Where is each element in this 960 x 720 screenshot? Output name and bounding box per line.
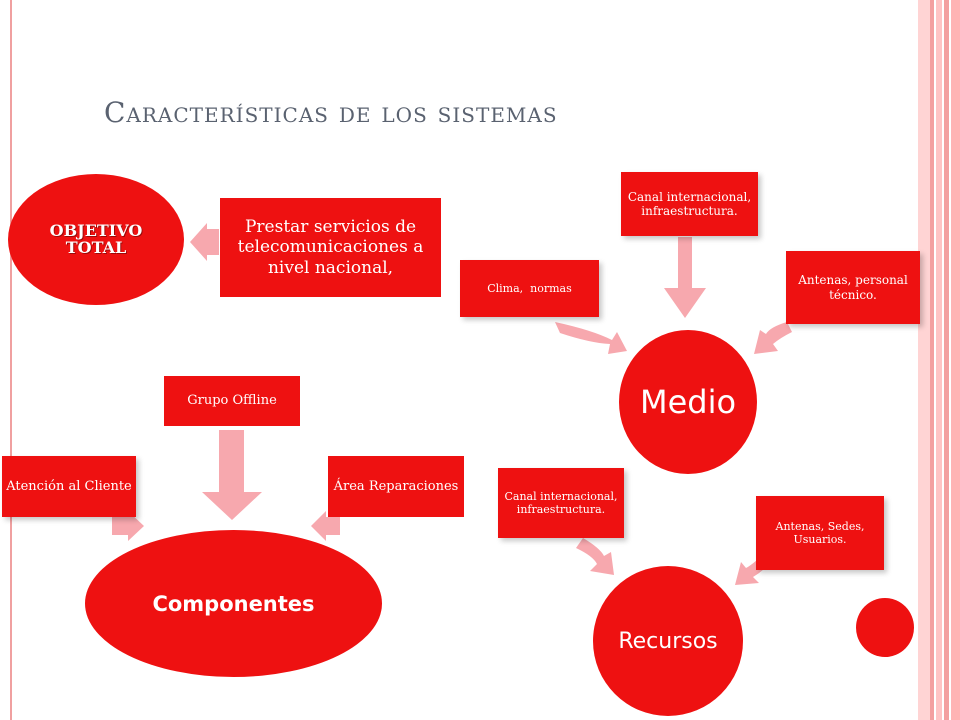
arrow-clima-to-medio bbox=[555, 322, 627, 354]
objetivo-total-ellipse: OBJETIVO TOTAL bbox=[8, 174, 184, 305]
medio-label: Medio bbox=[639, 383, 737, 421]
frame-left-line bbox=[10, 0, 12, 720]
medio-input-clima-box: Clima, normas bbox=[460, 260, 599, 317]
decorative-red-dot bbox=[856, 598, 914, 657]
componentes-input-atencion-box: Atención al Cliente bbox=[2, 456, 136, 517]
recursos-input-antenas-box: Antenas, Sedes, Usuarios. bbox=[756, 496, 884, 570]
objetivo-total-label: OBJETIVO TOTAL bbox=[49, 220, 143, 257]
recursos-label: Recursos bbox=[618, 628, 718, 654]
frame-right-stripe bbox=[944, 0, 949, 720]
componentes-ellipse: Componentes bbox=[85, 530, 382, 677]
arrow-antenas-to-medio bbox=[754, 322, 792, 354]
medio-input-canal-box: Canal internacional, infraestructura. bbox=[621, 172, 758, 236]
objetivo-description-box: Prestar servicios de telecomunicaciones … bbox=[220, 198, 441, 297]
arrow-atencion-to-componentes bbox=[112, 511, 144, 541]
arrow-canal-to-recursos bbox=[576, 538, 614, 575]
medio-circle: Medio bbox=[619, 330, 757, 474]
componentes-label: Componentes bbox=[152, 591, 315, 616]
page-title: Características de los sistemas bbox=[104, 96, 558, 129]
componentes-input-grupo-text: Grupo Offline bbox=[187, 393, 277, 409]
arrow-description-to-objetivo bbox=[190, 223, 219, 261]
objetivo-description-text: Prestar servicios de telecomunicaciones … bbox=[237, 216, 424, 278]
recursos-input-canal-text: Canal internacional, infraestructura. bbox=[504, 489, 618, 516]
recursos-input-antenas-text: Antenas, Sedes, Usuarios. bbox=[775, 519, 865, 546]
medio-input-canal-text: Canal internacional, infraestructura. bbox=[627, 189, 752, 218]
frame-right-stripe bbox=[936, 0, 942, 720]
frame-right-stripe bbox=[918, 0, 930, 720]
frame-right-stripe bbox=[930, 0, 934, 720]
medio-input-antenas-box: Antenas, personal técnico. bbox=[786, 251, 920, 324]
medio-input-antenas-text: Antenas, personal técnico. bbox=[798, 273, 908, 302]
componentes-input-area-text: Área Reparaciones bbox=[333, 478, 459, 494]
arrow-area-to-componentes bbox=[311, 511, 340, 541]
componentes-input-atencion-text: Atención al Cliente bbox=[6, 478, 132, 494]
arrow-grupo-to-componentes bbox=[202, 430, 262, 520]
componentes-input-area-box: Área Reparaciones bbox=[328, 456, 464, 517]
recursos-circle: Recursos bbox=[593, 566, 743, 716]
arrow-canal-to-medio bbox=[664, 237, 706, 318]
medio-input-clima-text: Clima, normas bbox=[487, 281, 572, 295]
recursos-input-canal-box: Canal internacional, infraestructura. bbox=[498, 468, 624, 538]
componentes-input-grupo-box: Grupo Offline bbox=[164, 376, 300, 426]
frame-right-stripe bbox=[951, 0, 960, 720]
